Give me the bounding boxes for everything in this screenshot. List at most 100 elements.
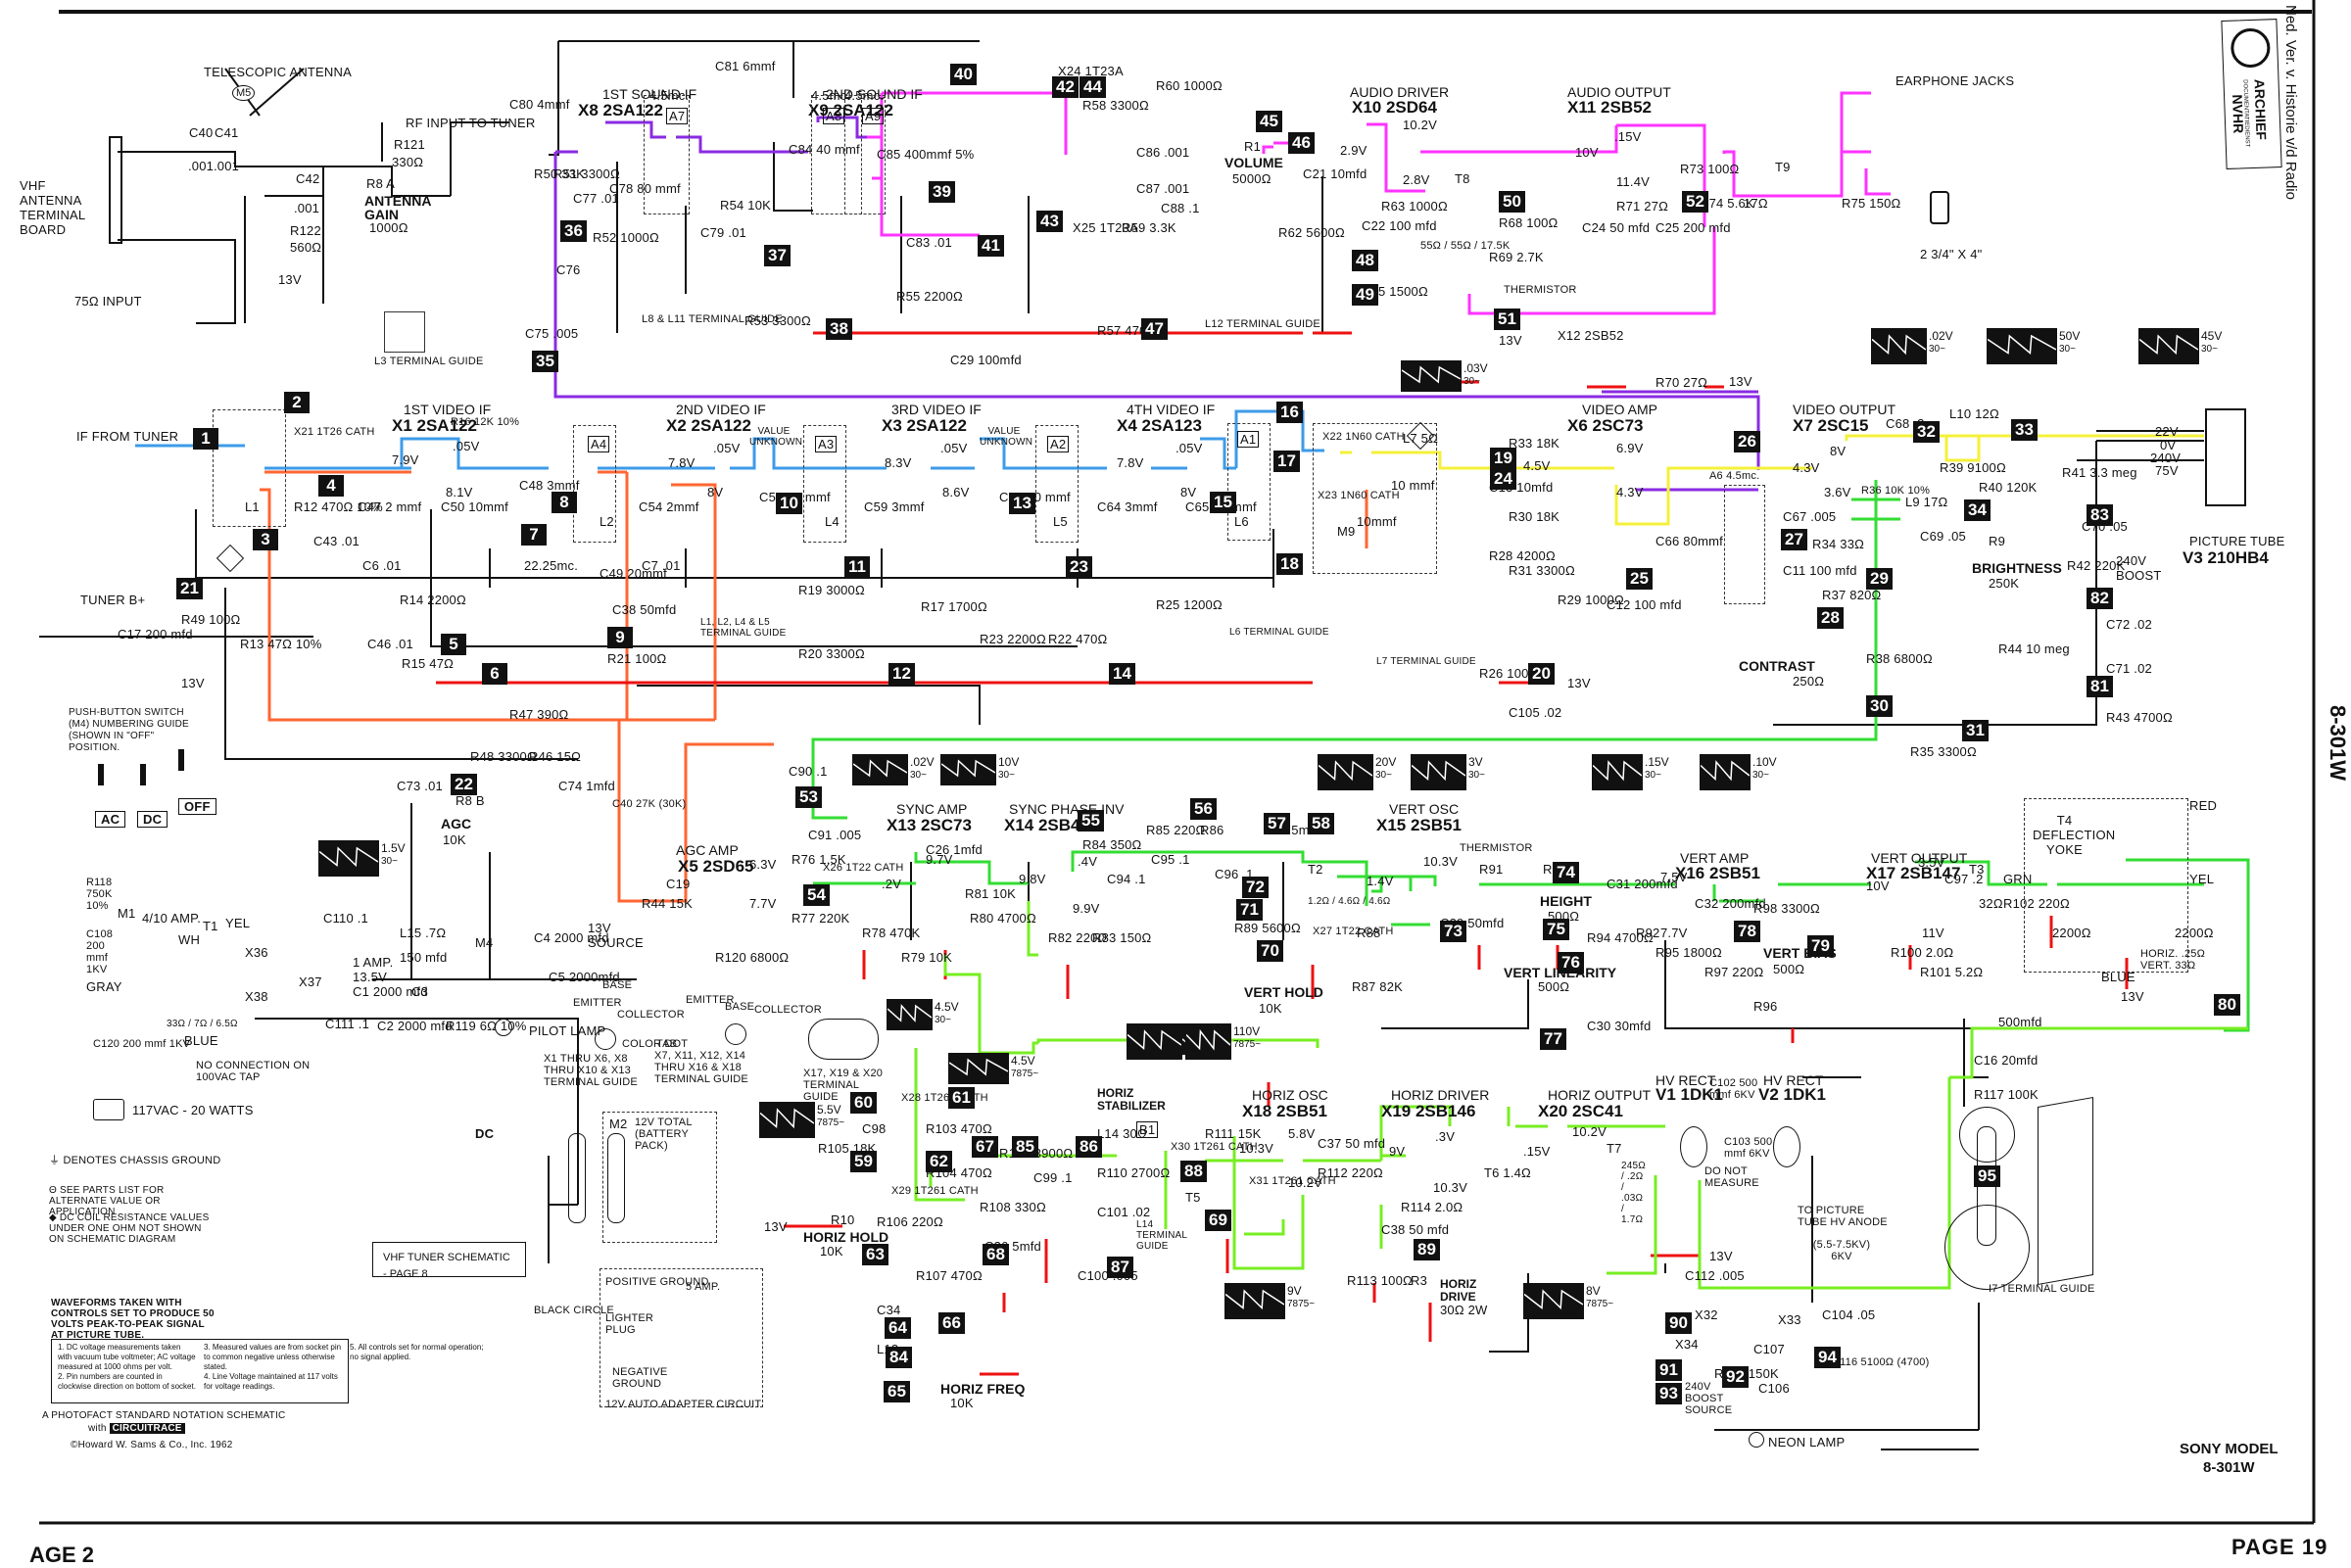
waveform-amplitude: 45V [2201,329,2223,343]
r42-label: R42 220K [2067,558,2126,573]
test-point-29: 29 [1866,568,1893,590]
waveform-frequency: 7875~ [1586,1299,1614,1309]
r89-label: R89 5600Ω [1234,921,1301,935]
c32-label: C32 200mfd [1695,896,1766,911]
test-point-17: 17 [1273,451,1300,472]
vert-osc-part: X15 2SB51 [1376,816,1462,834]
c110-label: C110 .1 [323,911,368,926]
t7-label: T7 [1607,1141,1622,1156]
tg2-emitter: EMITTER [686,994,735,1006]
a8-can [811,95,862,214]
waveform-trace [1872,334,1926,356]
value-unknown-2: VALUE UNKNOWN [980,426,1033,448]
r63-label: R63 1000Ω [1381,199,1448,214]
rf-input-label: RF INPUT TO TUNER [406,116,536,130]
transistor-outline-icon-2 [725,1023,746,1045]
l14-label: L14 30Ω [1097,1126,1147,1141]
wire-red-label: RED [2189,798,2218,813]
waveform-trace [949,1058,1008,1076]
r74-label: R74 5.6K [1700,196,1754,211]
height-control: HEIGHT [1540,893,1592,909]
r81-label: R81 10K [965,886,1016,901]
x32-label: X32 [1695,1307,1718,1322]
test-point-91: 91 [1655,1359,1682,1381]
r47-label: R47 390Ω [509,707,569,722]
c150-label: 150 mfd [400,950,448,965]
c24-label: C24 50 mfd [1582,220,1651,235]
vert-thermistor: THERMISTOR [1460,842,1533,854]
vert-out-base-voltage: 10V [1866,879,1890,893]
waveform-amplitude: 5.5V [817,1103,841,1117]
r103-label: R103 470Ω [926,1121,992,1136]
video-output-part: X7 2SC15 [1793,416,1869,435]
to-picture-tube-anode: TO PICTURE TUBE HV ANODE [1798,1205,1888,1228]
c47-label: C47 2 mmf [358,499,422,514]
audio-output-title: AUDIO OUTPUT [1567,84,1671,100]
r58-label: R58 3300Ω [1082,98,1149,113]
r22-label: R22 470Ω [1048,632,1108,646]
t2-values: 1.2Ω / 4.6Ω / 4.6Ω [1308,896,1391,907]
video-if3-title: 3RD VIDEO IF [891,402,982,417]
test-point-95: 95 [1974,1165,2000,1187]
brightness-control: BRIGHTNESS [1972,560,2062,576]
test-point-70: 70 [1257,940,1283,962]
waveform-amplitude: 8V [1586,1284,1601,1298]
hv-rect2-title: HV RECT [1763,1072,1824,1088]
c4-label: C4 2000 mfd [534,930,609,945]
test-point-45: 45 [1256,111,1282,132]
wire-gray-label: GRAY [86,979,122,994]
radio-tower-logo-icon [2230,27,2272,69]
r23-label: R23 2200Ω [980,632,1046,646]
tg1-collector: COLLECTOR [617,1009,685,1021]
r121-label: R121 [394,137,425,152]
r13-label: R13 47Ω 10% [240,637,322,651]
c102-label: C102 500 mmf 6KV [1709,1077,1758,1101]
r100-label: R100 2.0Ω [1891,945,1954,960]
r52-label: R52 1000Ω [593,230,659,245]
c48-label: C48 3mmf [519,478,580,493]
horiz-drive-control: HORIZ DRIVE [1440,1277,1477,1304]
test-point-79: 79 [1807,935,1834,957]
r95-label: R95 1800Ω [1655,945,1722,960]
waveform-frequency: 30~ [1463,376,1480,387]
r41-label: R41 3.3 meg [2062,465,2137,480]
r87-label: R87 82K [1352,979,1403,994]
i7-socket-icon [1959,1107,2015,1163]
tg1-color-dot: COLOR DOT [622,1038,689,1050]
c16-label: C16 20mfd [1974,1053,2039,1068]
test-point-48: 48 [1352,250,1378,271]
test-point-82: 82 [2087,588,2113,609]
c21-label: C21 10mfd [1303,166,1367,181]
c106-label: C106 [1758,1381,1790,1396]
output-collector-voltage: .15V [1614,129,1642,144]
a6-label: A6 4.5mc. [1709,470,1760,482]
c3-label: C3 [411,984,429,999]
c22-label: C22 100 mfd [1362,218,1437,233]
test-point-38: 38 [826,318,852,340]
credits-with: with CIRCUITRACE [88,1423,185,1434]
test-point-7: 7 [521,524,547,546]
c38-label: C38 50 mfd [1381,1222,1450,1237]
a2-label: A2 [1047,436,1070,452]
test-point-26: 26 [1734,431,1760,452]
vert-hold-control: VERT HOLD [1244,984,1323,1000]
r46-label: R46 15Ω [529,749,582,764]
r14-label: R14 2200Ω [400,593,466,607]
adapter-positive-ground: POSITIVE GROUND [605,1276,709,1288]
vert-out-emitter-voltage: 11V [1922,926,1944,940]
if4-base-voltage: 7.8V [1117,455,1144,470]
t9-label: T9 [1775,160,1791,174]
waveform-trace [1402,365,1461,384]
terminal-guide-1: X1 THRU X6, X8 THRU X10 & X13 TERMINAL G… [544,1053,638,1088]
r78-label: R78 470K [862,926,921,940]
r21-label: R21 100Ω [607,651,667,666]
c99-label: C99 .1 [1033,1170,1073,1185]
r62-label: R62 5600Ω [1278,225,1345,240]
video-if4-part: X4 2SA123 [1117,416,1202,435]
r3-label: R3 [1411,1273,1428,1288]
t7-values: 245Ω / .2Ω / .03Ω / 1.7Ω [1621,1161,1646,1225]
r60-label: R60 1000Ω [1156,78,1223,93]
x31-label: X31 1T261 CATH [1249,1175,1336,1187]
input-75-label: 75Ω INPUT [74,294,142,309]
